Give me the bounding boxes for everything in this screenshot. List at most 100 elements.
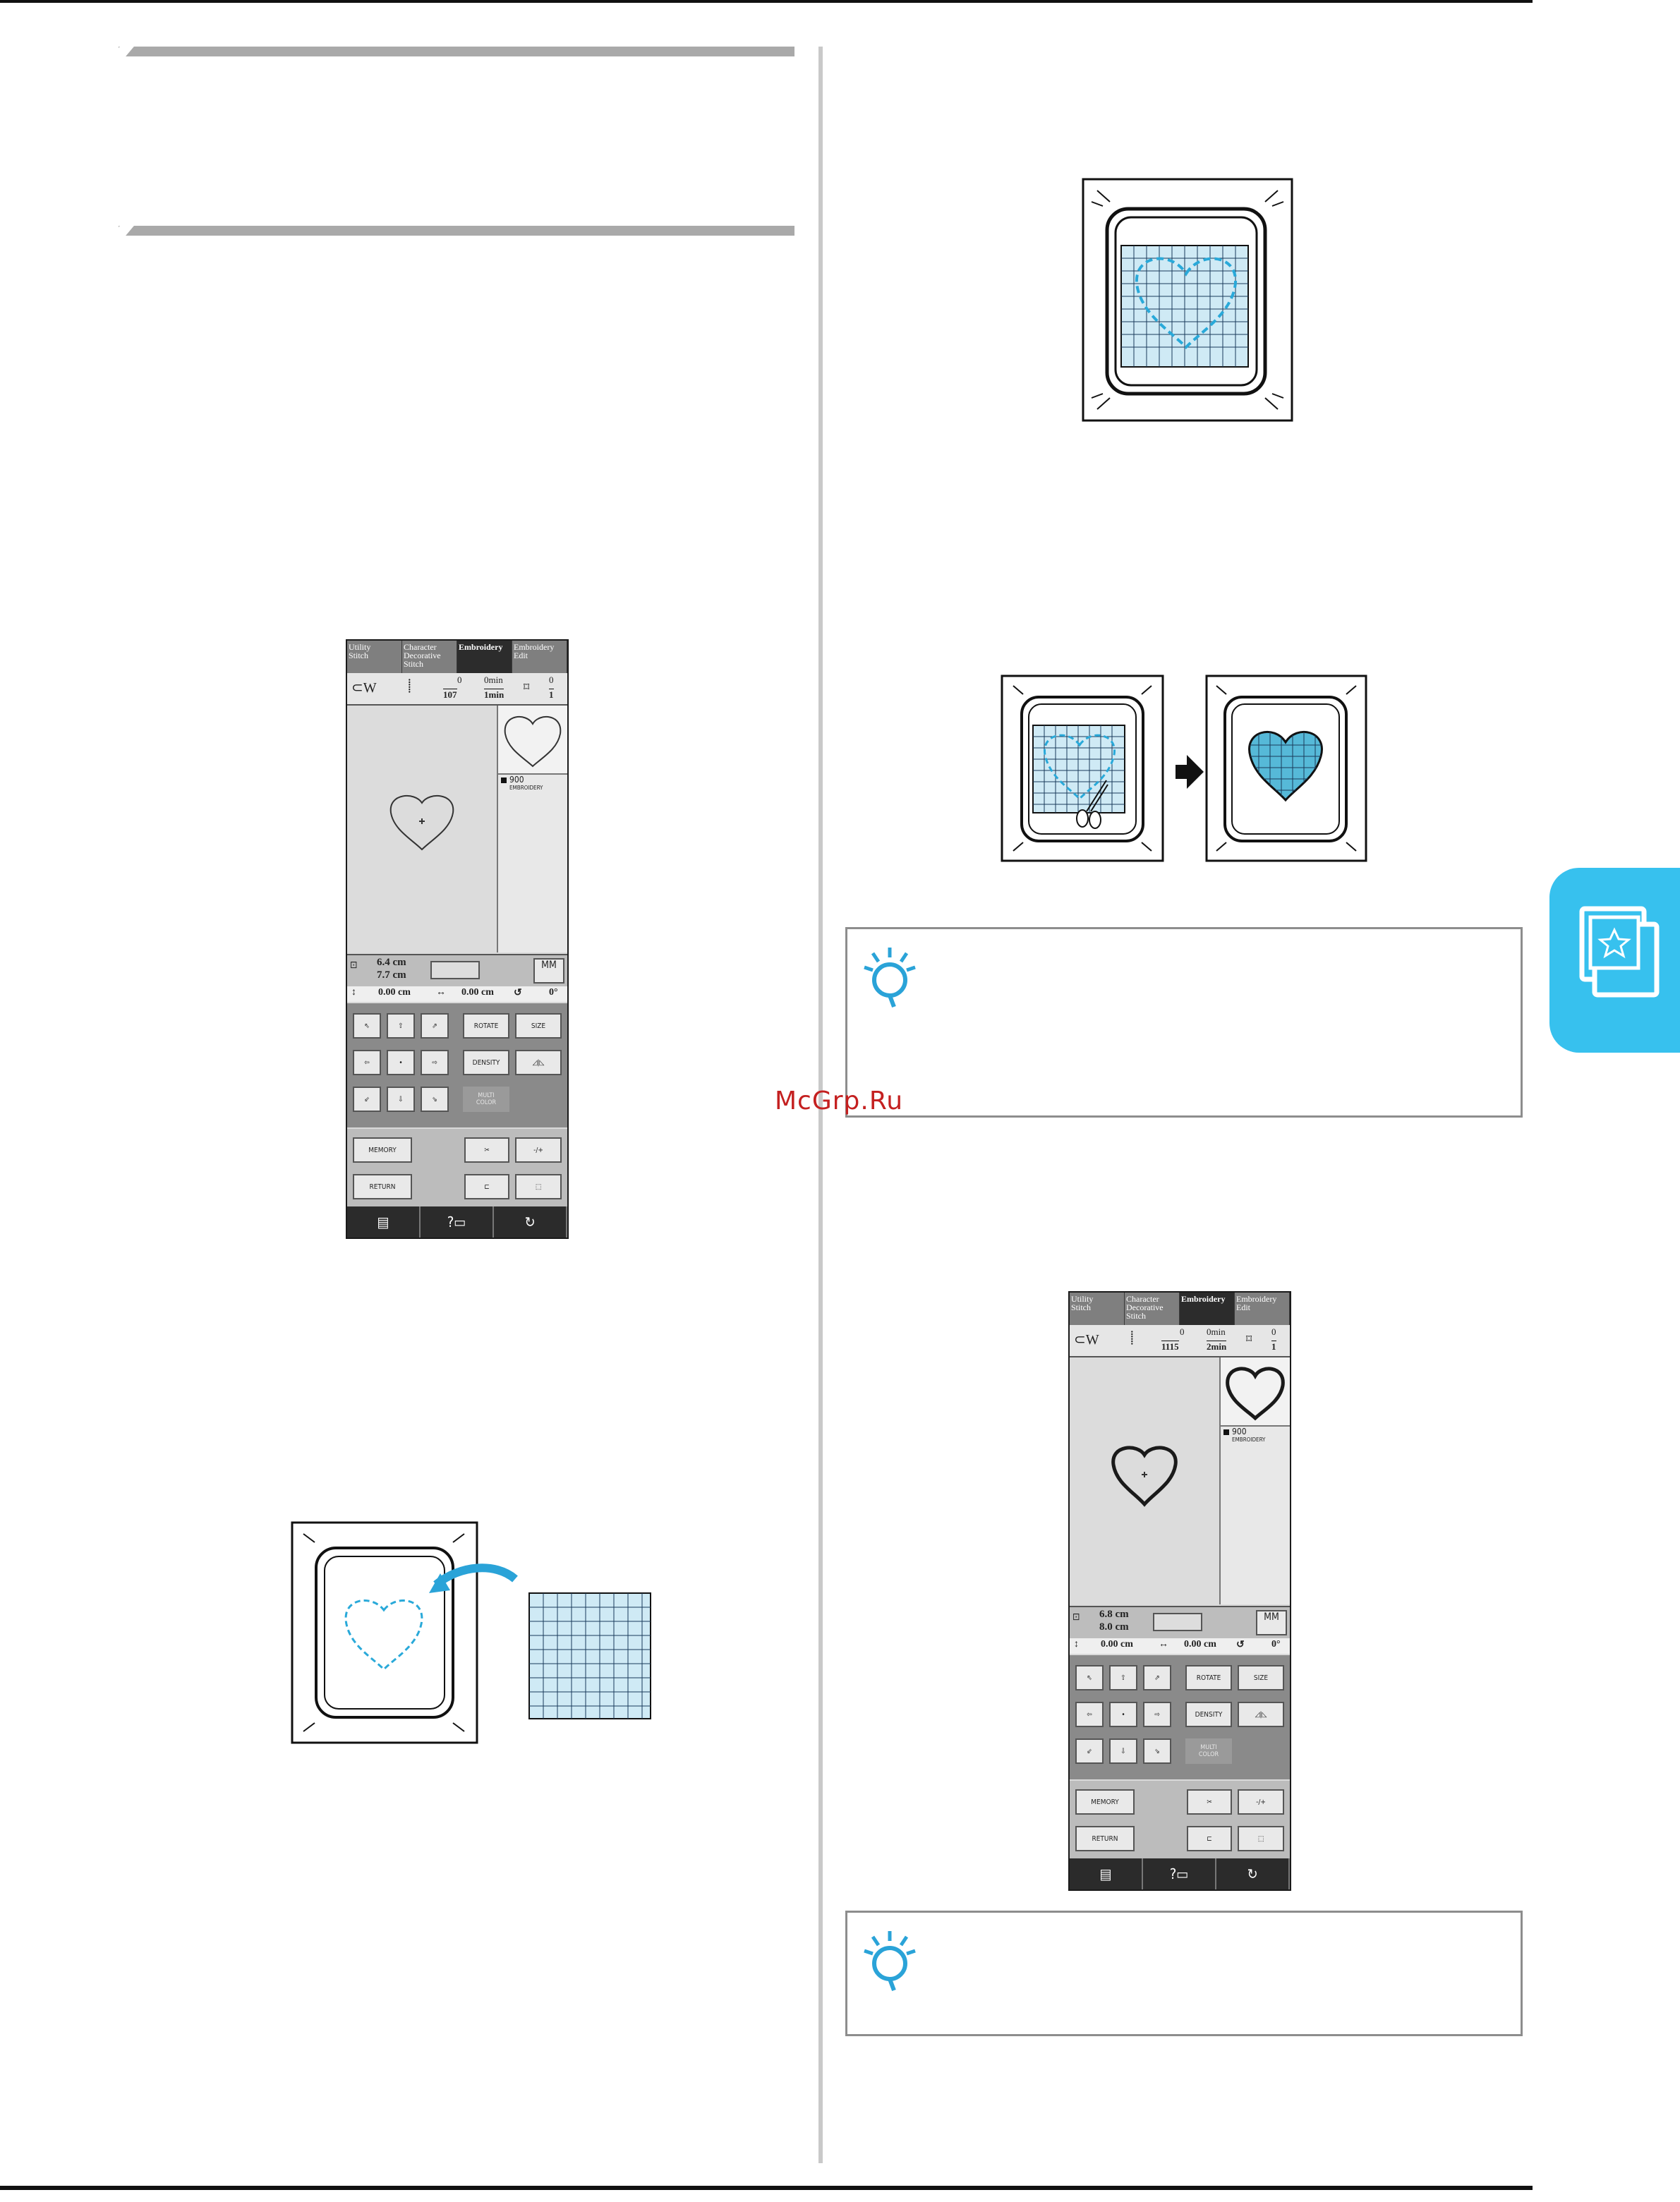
position-row: ↕ 0.00 cm ↔ 0.00 cm ↺ 0° [1070, 1638, 1290, 1654]
move-left-button[interactable]: ⇦ [1075, 1702, 1104, 1727]
start-point-button[interactable]: ⊏ [464, 1174, 509, 1199]
size-button[interactable]: SIZE [515, 1013, 562, 1039]
tension-button[interactable]: -/+ [515, 1137, 562, 1163]
start-point-button[interactable]: ⊏ [1187, 1826, 1232, 1851]
screen-footer: ▤ ?▭ ↻ [1070, 1858, 1290, 1889]
move-up-right-button[interactable]: ⇗ [1143, 1665, 1171, 1690]
return-button[interactable]: RETURN [1075, 1826, 1135, 1851]
stitch-count-current: 0 [457, 674, 462, 685]
move-down-right-button[interactable]: ⇘ [1143, 1738, 1171, 1764]
size-button[interactable]: SIZE [1238, 1665, 1284, 1690]
top-rule [0, 0, 1533, 3]
move-up-left-button[interactable]: ⇖ [353, 1013, 381, 1039]
move-right-button[interactable]: ⇨ [1143, 1702, 1171, 1727]
trial-button[interactable]: ⬚ [515, 1174, 562, 1199]
mirror-button[interactable]: ◿|◺ [515, 1050, 562, 1075]
machine-help-icon[interactable]: ?▭ [1143, 1858, 1216, 1889]
thread-cut-button[interactable]: ✂ [464, 1137, 509, 1163]
return-button[interactable]: RETURN [353, 1174, 412, 1199]
thread-number: 900 [509, 775, 524, 785]
status-row: ⊂W ⸽ 0 107 0min 1min ⌑ 0 1 [347, 673, 567, 706]
position-horizontal: 0.00 cm [461, 987, 494, 998]
move-up-right-button[interactable]: ⇗ [421, 1013, 449, 1039]
rotation-icon: ↺ [1236, 1640, 1245, 1650]
time-current: 0min [484, 674, 503, 685]
embroidery-screen-1: Utility Stitch Character Decorative Stit… [346, 639, 569, 1239]
settings-icon[interactable]: ↻ [1216, 1858, 1290, 1889]
mirror-button[interactable]: ◿|◺ [1238, 1702, 1284, 1727]
bottom-rule [0, 2186, 1533, 2190]
stitch-sim-button[interactable]: ⅯⅯ [533, 958, 564, 984]
move-down-button[interactable]: ⇩ [387, 1087, 415, 1112]
machine-help-icon[interactable]: ?▭ [421, 1206, 494, 1238]
tension-button[interactable]: -/+ [1238, 1789, 1284, 1815]
vertical-arrow-icon: ↕ [351, 987, 356, 998]
embroidery-screen-2: Utility Stitch Character Decorative Stit… [1068, 1291, 1291, 1891]
move-up-button[interactable]: ⇧ [387, 1013, 415, 1039]
trial-button[interactable]: ⬚ [1238, 1826, 1284, 1851]
color-count-current: 0 [549, 674, 554, 685]
tab-character-decorative-stitch[interactable]: Character Decorative Stitch [1125, 1293, 1180, 1325]
tab-character-decorative-stitch[interactable]: Character Decorative Stitch [402, 641, 457, 673]
heart-filled-preview [1111, 1446, 1178, 1507]
move-down-left-button[interactable]: ⇙ [1075, 1738, 1104, 1764]
position-row: ↕ 0.00 cm ↔ 0.00 cm ↺ 0° [347, 986, 567, 1002]
embroidery-frame-icon [1579, 906, 1660, 998]
density-button[interactable]: DENSITY [1185, 1702, 1232, 1727]
tab-embroidery-edit[interactable]: Embroidery Edit [1235, 1293, 1290, 1325]
move-down-left-button[interactable]: ⇙ [353, 1087, 381, 1112]
settings-icon[interactable]: ↻ [494, 1206, 567, 1238]
thread-name: EMBROIDERY [1232, 1436, 1266, 1443]
tab-embroidery-edit[interactable]: Embroidery Edit [512, 641, 567, 673]
stitch-count-current: 0 [1180, 1326, 1185, 1337]
thread-number: 900 [1232, 1427, 1247, 1436]
size-icon: ⊡ [350, 960, 358, 971]
tab-embroidery[interactable]: Embroidery [1180, 1293, 1235, 1325]
document-icon[interactable]: ▤ [347, 1206, 421, 1238]
memory-button[interactable]: MEMORY [353, 1137, 412, 1163]
place-fabric-figure [291, 1520, 658, 1746]
density-button[interactable]: DENSITY [463, 1050, 509, 1075]
stitch-count-total: 107 [443, 689, 457, 700]
move-down-button[interactable]: ⇩ [1109, 1738, 1137, 1764]
note-box-2 [845, 1911, 1523, 2036]
multi-color-button[interactable]: MULTI COLOR [1185, 1738, 1232, 1764]
tab-utility-stitch[interactable]: Utility Stitch [1070, 1293, 1125, 1325]
stitch-count-total: 1115 [1161, 1341, 1179, 1352]
move-left-button[interactable]: ⇦ [353, 1050, 381, 1075]
color-count-total: 1 [549, 689, 554, 700]
horizontal-arrow-icon: ↔ [436, 987, 446, 998]
move-center-button[interactable]: • [1109, 1702, 1137, 1727]
move-center-button[interactable]: • [387, 1050, 415, 1075]
move-right-button[interactable]: ⇨ [421, 1050, 449, 1075]
status-row: ⊂W ⸽ 0 1115 0min 2min ⌑ 0 1 [1070, 1325, 1290, 1357]
tab-embroidery[interactable]: Embroidery [457, 641, 512, 673]
memory-button[interactable]: MEMORY [1075, 1789, 1135, 1815]
presser-foot-icon: ⊂W [1074, 1332, 1099, 1348]
rotation-icon: ↺ [514, 988, 522, 998]
thread-color-icon: ⌑ [524, 682, 530, 694]
pattern-thumbnail[interactable] [498, 706, 567, 775]
tab-utility-stitch[interactable]: Utility Stitch [347, 641, 402, 673]
move-up-button[interactable]: ⇧ [1109, 1665, 1137, 1690]
rotation-angle: 0° [549, 987, 558, 998]
thread-cut-button[interactable]: ✂ [1187, 1789, 1232, 1815]
pattern-thumbnail[interactable] [1221, 1357, 1290, 1427]
time-total: 2min [1207, 1341, 1227, 1352]
rotation-angle: 0° [1271, 1639, 1281, 1650]
thread-name: EMBROIDERY [509, 785, 543, 791]
document-icon[interactable]: ▤ [1070, 1858, 1143, 1889]
note-box-1 [845, 927, 1523, 1118]
multi-color-button[interactable]: MULTI COLOR [463, 1087, 509, 1112]
color-count-total: 1 [1271, 1341, 1276, 1352]
cut-fabric-figure [1001, 674, 1367, 864]
stitch-sim-button[interactable]: ⅯⅯ [1256, 1610, 1287, 1635]
rotate-button[interactable]: ROTATE [463, 1013, 509, 1039]
needle-icon: ⸽ [1130, 1331, 1134, 1345]
move-up-left-button[interactable]: ⇖ [1075, 1665, 1104, 1690]
horizontal-arrow-icon: ↔ [1159, 1639, 1168, 1650]
color-count-current: 0 [1271, 1326, 1276, 1337]
rotate-button[interactable]: ROTATE [1185, 1665, 1232, 1690]
move-down-right-button[interactable]: ⇘ [421, 1087, 449, 1112]
column-divider [818, 47, 823, 2163]
